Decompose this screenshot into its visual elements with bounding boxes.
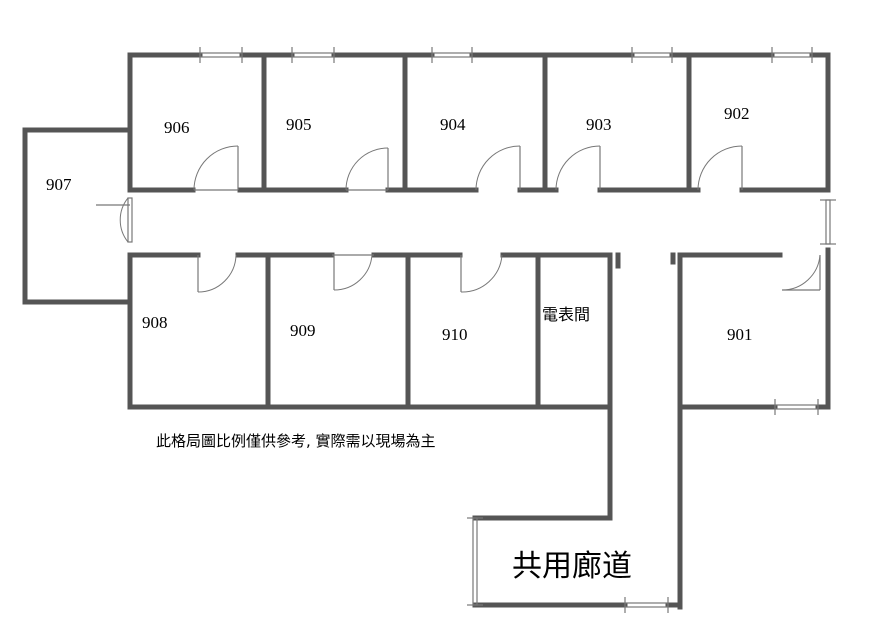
room-903-label: 903 xyxy=(586,115,612,134)
room-901-label: 901 xyxy=(727,325,753,344)
room-906-label: 906 xyxy=(164,118,190,137)
room-909-label: 909 xyxy=(290,321,316,340)
room-910-label: 910 xyxy=(442,325,468,344)
room-902-label: 902 xyxy=(724,104,750,123)
room-904-label: 904 xyxy=(440,115,466,134)
room-908-label: 908 xyxy=(142,313,168,332)
room-905-label: 905 xyxy=(286,115,312,134)
disclaimer-note: 此格局圖比例僅供參考, 實際需以現場為主 xyxy=(156,432,436,450)
common-corridor-label: 共用廊道 xyxy=(512,549,632,584)
windows xyxy=(199,47,836,613)
room-907-label: 907 xyxy=(46,175,72,194)
doors xyxy=(96,145,821,293)
walls xyxy=(22,52,831,610)
meter-room-label: 電表間 xyxy=(542,305,590,324)
